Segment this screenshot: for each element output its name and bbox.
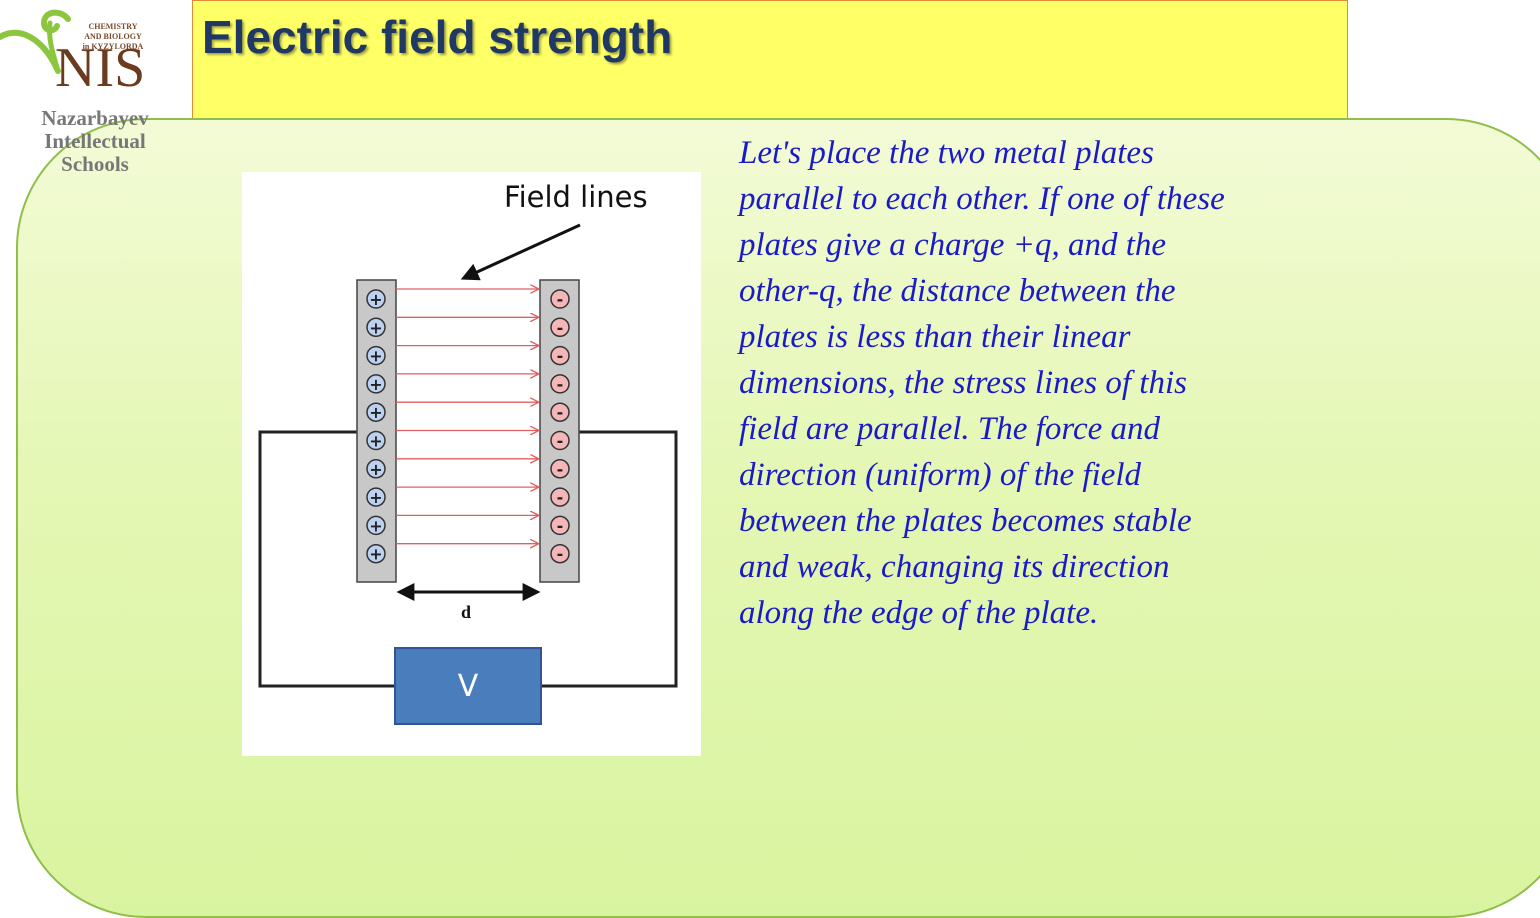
description-line-5: plates is less than their linear [739,319,1131,355]
svg-text:-: - [557,432,564,451]
svg-text:-: - [557,460,564,479]
svg-text:-: - [557,290,564,309]
description-paragraph: Let's place the two metal plates paralle… [739,130,1339,636]
positive-charge-6: + [366,430,386,451]
svg-text:-: - [557,347,564,366]
logo-name-line-3: Schools [61,152,129,176]
slide-title: Electric field strength [202,11,673,63]
svg-text:-: - [557,403,564,422]
logo-subtitle-line-3: in KYZYLORDA [82,42,144,51]
logo-name-line-2: Intellectual [44,129,146,153]
positive-charge-7: + [366,459,386,479]
negative-charge-8: - [550,487,570,507]
svg-text:+: + [369,290,382,309]
description-line-11: along the edge of the plate. [739,595,1099,631]
svg-text:+: + [369,375,382,394]
positive-charge-1: + [366,289,386,309]
logo-subtitle-line-2: AND BIOLOGY [84,32,142,41]
negative-charge-7: - [550,459,570,479]
svg-text:-: - [557,488,564,507]
nis-logo: CHEMISTRY AND BIOLOGY in KYZYLORDA NIS [0,0,160,180]
positive-charge-10: + [366,543,386,564]
field-lines-label: Field lines [504,180,648,214]
negative-charge-5: - [550,402,570,422]
description-line-8: direction (uniform) of the field [739,457,1142,493]
logo-subtitle-line-1: CHEMISTRY [88,22,138,31]
positive-charge-3: + [366,345,386,366]
svg-text:+: + [369,403,382,422]
right-wire [542,430,678,688]
distance-label: d [461,602,471,622]
svg-text:+: + [369,318,382,337]
svg-text:-: - [557,318,564,337]
description-line-9: between the plates becomes stable [739,503,1192,539]
positive-charge-5: + [366,402,386,422]
left-wire [258,430,395,688]
negative-charge-6: - [550,430,570,451]
svg-text:+: + [369,516,382,535]
svg-text:+: + [369,545,382,564]
logo-name-line-1: Nazarbayev [41,106,149,130]
positive-charge-9: + [366,515,386,535]
negative-charge-10: - [550,543,570,564]
description-line-2: parallel to each other. If one of these [739,181,1225,217]
negative-charge-4: - [550,374,570,394]
capacitor-diagram: + + + + + + + + + + - - - - - - - - - - Field lines d V [242,172,701,756]
svg-text:-: - [557,545,564,564]
svg-text:+: + [369,347,382,366]
svg-text:-: - [557,516,564,535]
description-line-3: plates give a charge +q, and the [739,227,1167,263]
capacitor-diagram-svg: + + + + + + + + + + - - - - - - - - - - Field lines d V [258,180,678,725]
sprout-icon [0,9,71,74]
description-line-7: field are parallel. The force and [739,411,1160,447]
positive-charge-2: + [366,317,386,337]
description-line-1: Let's place the two metal plates [739,135,1154,171]
description-line-6: dimensions, the stress lines of this [739,365,1187,401]
negative-charges: - - - - - - - - - - [550,289,570,564]
field-lines-pointer-arrow [460,223,581,281]
field-lines [396,289,538,544]
positive-charge-8: + [366,487,386,507]
negative-charge-1: - [550,289,570,309]
svg-text:-: - [557,375,564,394]
voltage-source [394,647,542,725]
voltage-label: V [458,669,479,704]
svg-text:+: + [369,460,382,479]
description-line-10: and weak, changing its direction [739,549,1170,585]
logo-abbreviation: NIS [55,37,146,99]
description-line-4: other-q, the distance between the [739,273,1176,309]
negative-charge-9: - [550,515,570,535]
svg-text:+: + [369,488,382,507]
positive-charges: + + + + + + + + + + [366,289,386,564]
positive-charge-4: + [366,374,386,394]
negative-charge-2: - [550,317,570,337]
svg-text:+: + [369,432,382,451]
negative-charge-3: - [550,345,570,366]
